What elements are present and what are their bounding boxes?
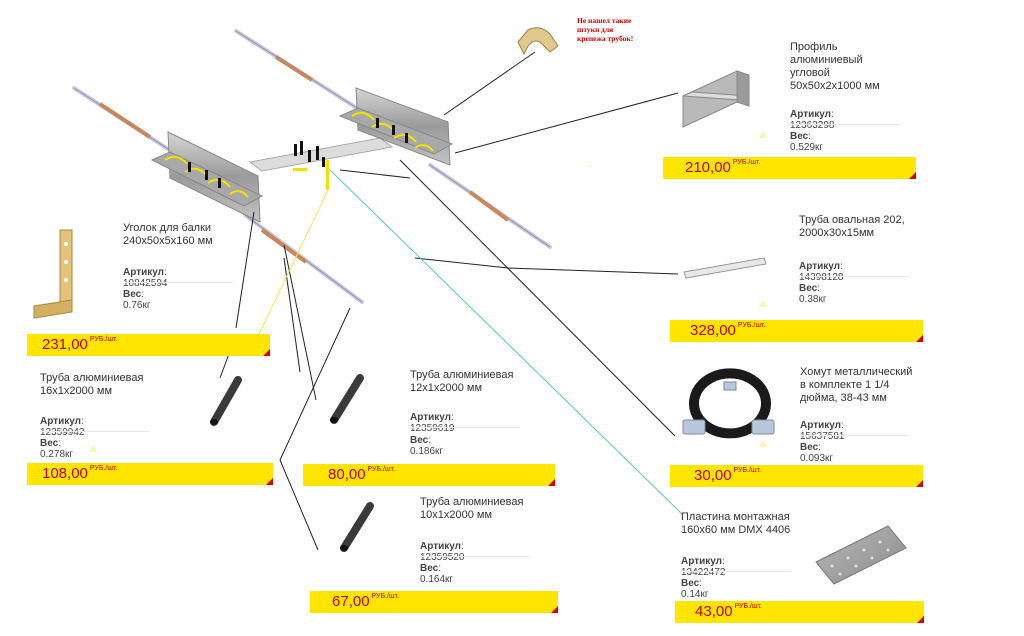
product-weight: Вес: 0.38кг xyxy=(799,283,827,305)
note-text: Не нашел такие штуки для крепежа трубок! xyxy=(577,16,634,43)
mounting-plate-icon xyxy=(815,525,907,585)
product-name: Уголок для балки 240х50х5х160 мм xyxy=(123,222,213,247)
tube-icon xyxy=(340,502,374,552)
product-weight: Вес: 0.093кг xyxy=(800,442,834,464)
right-dipole-element xyxy=(234,29,552,249)
tube-icon xyxy=(330,374,364,424)
product-name: Хомут металлический в комплекте 1 1/4 дю… xyxy=(800,366,913,404)
right-angle-profile xyxy=(338,87,454,166)
tube-icon xyxy=(210,376,242,426)
product-article: Артикул: 12359520 xyxy=(420,541,465,563)
product-name: Труба алюминиевая 12х1х2000 мм xyxy=(410,369,514,394)
product-weight: Вес: 0.529кг xyxy=(790,131,824,153)
product-name: Пластина монтажная 160х60 мм DMX 4406 xyxy=(681,511,791,536)
product-weight: Вес: 0.14кг xyxy=(681,578,709,600)
saddle-clamp-icon xyxy=(517,27,559,56)
boom-tube xyxy=(248,137,394,172)
product-weight: Вес: 0.278кг xyxy=(40,438,74,460)
center-clamp xyxy=(293,141,329,190)
product-name: Труба алюминиевая 16х1х2000 мм xyxy=(40,372,144,397)
leader-lines xyxy=(219,51,679,551)
product-article: Артикул: 10842594 xyxy=(123,267,168,289)
oval-tube-icon xyxy=(683,257,767,279)
product-name: Труба алюминиевая 10х1х2000 мм xyxy=(420,496,524,521)
product-name: Профиль алюминиевый угловой 50х50х2х1000… xyxy=(790,41,880,92)
yellow-leader-line xyxy=(257,185,331,337)
cyan-leader-line xyxy=(329,169,684,516)
product-weight: Вес: 0.164кг xyxy=(420,563,454,585)
corner-bracket-icon xyxy=(33,229,73,319)
product-article: Артикул: 12363298 xyxy=(790,109,835,131)
product-article: Артикул: 13422472 xyxy=(681,556,726,578)
angle-profile-icon xyxy=(682,70,750,128)
product-weight: Вес: 0.186кг xyxy=(410,435,444,457)
product-article: Артикул: 12359619 xyxy=(410,412,455,434)
product-name: Труба овальная 202, 2000х30х15мм xyxy=(799,214,905,239)
product-article: Артикул: 14398128 xyxy=(799,261,844,283)
product-article: Артикул: 15637581 xyxy=(800,420,845,442)
left-angle-profile xyxy=(150,131,264,223)
pipe-clamp-icon xyxy=(682,368,775,439)
product-weight: Вес: 0.76кг xyxy=(123,289,151,311)
product-article: Артикул: 12359942 xyxy=(40,416,85,438)
